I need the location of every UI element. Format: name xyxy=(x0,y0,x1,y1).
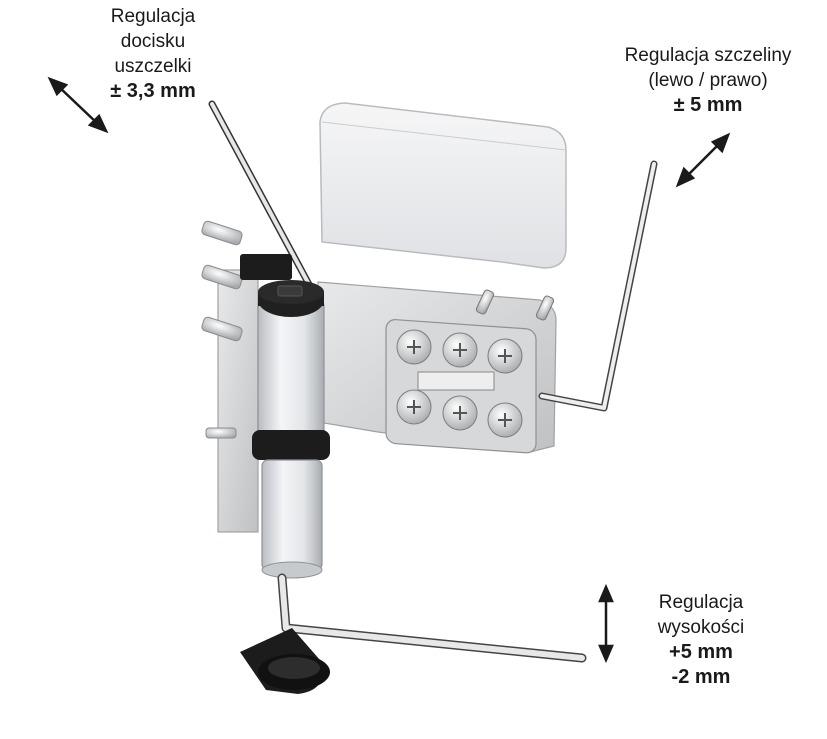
double-arrow-diagonal-icon xyxy=(675,132,731,188)
seal-pressure-line-1: Regulacja xyxy=(110,6,196,27)
seal-pressure-line-2: docisku xyxy=(120,31,186,52)
hex-key-gap xyxy=(538,160,658,412)
height-adjustment-label: Regulacja wysokości +5 mm -2 mm xyxy=(630,590,772,690)
frame-screws xyxy=(201,220,243,439)
hinge-barrel xyxy=(252,280,330,579)
hex-key-seal xyxy=(208,100,316,294)
gap-line-1: Regulacja szczeliny xyxy=(624,45,792,66)
hinge-cover-cap xyxy=(319,102,567,269)
seal-pressure-value: ± 3,3 mm xyxy=(110,80,196,102)
height-line-2: wysokości xyxy=(657,617,745,638)
height-value-minus: -2 mm xyxy=(671,666,731,688)
gap-line-2: (lewo / prawo) xyxy=(648,70,768,91)
seal-pressure-label: Regulacja docisku uszczelki ± 3,3 mm xyxy=(82,4,224,104)
gap-value: ± 5 mm xyxy=(673,94,743,116)
sash-plate xyxy=(317,281,557,454)
hex-key-height xyxy=(277,573,587,663)
double-arrow-vertical-icon xyxy=(598,583,614,664)
height-value-plus: +5 mm xyxy=(669,641,733,663)
sash-plate-screws xyxy=(396,329,523,438)
black-end-cap xyxy=(240,628,330,694)
double-arrow-diagonal-icon xyxy=(47,76,109,134)
gap-adjustment-label: Regulacja szczeliny (lewo / prawo) ± 5 m… xyxy=(590,43,826,118)
height-line-1: Regulacja xyxy=(658,592,744,613)
sash-pins xyxy=(475,289,555,321)
seal-pressure-line-3: uszczelki xyxy=(114,56,192,77)
